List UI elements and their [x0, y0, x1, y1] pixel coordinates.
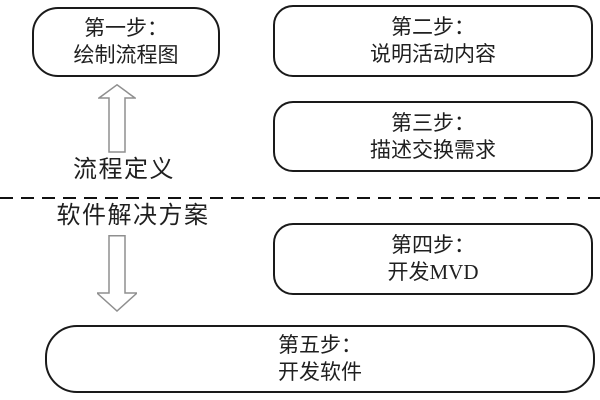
software-solution-label: 软件解决方案	[56, 203, 210, 229]
step1-description: 绘制流程图	[73, 43, 179, 67]
step4-description: 开发MVD	[387, 260, 479, 284]
step2-description: 说明活动内容	[370, 42, 496, 66]
node-step5: 第五步： 开发软件	[45, 325, 595, 393]
step5-description: 开发软件	[278, 360, 362, 384]
step3-description: 描述交换需求	[370, 137, 496, 162]
down-arrow-icon	[97, 235, 137, 312]
dashed-divider	[0, 197, 600, 199]
step3-title: 第三步：	[391, 110, 475, 135]
node-step1: 第一步： 绘制流程图	[32, 7, 220, 77]
node-step4: 第四步： 开发MVD	[273, 223, 593, 295]
step5-title: 第五步：	[278, 333, 362, 357]
up-arrow-icon	[98, 84, 136, 153]
step1-title: 第一步：	[84, 16, 168, 40]
process-definition-label: 流程定义	[73, 157, 175, 183]
step4-title: 第四步：	[391, 233, 475, 257]
node-step3: 第三步： 描述交换需求	[273, 101, 593, 172]
step2-title: 第二步：	[391, 15, 475, 39]
node-step2: 第二步： 说明活动内容	[273, 5, 593, 77]
